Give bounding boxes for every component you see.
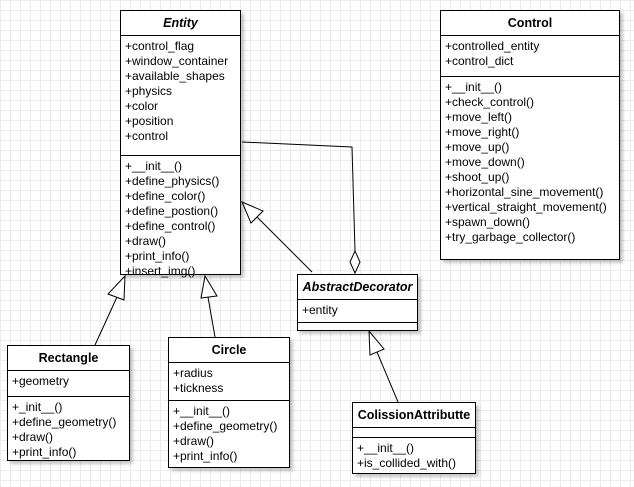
decorator-to-entity-line xyxy=(256,216,313,273)
methods-compartment xyxy=(298,323,417,331)
aggregation-diamond xyxy=(349,249,361,275)
method: +is_collided_with() xyxy=(357,456,457,470)
method: +define_control() xyxy=(125,219,216,233)
method: +vertical_straight_movement() xyxy=(445,200,607,214)
class-name: ColissionAttributte xyxy=(353,403,475,428)
method: +check_control() xyxy=(445,95,535,109)
methods-compartment: +__init__() +check_control() +move_left(… xyxy=(441,77,619,248)
method: +move_up() xyxy=(445,140,510,154)
method: +__init__() xyxy=(445,80,503,94)
attribute: +window_container xyxy=(125,54,229,68)
class-entity[interactable]: Entity +control_flag +window_container +… xyxy=(120,10,241,278)
attribute: +available_shapes xyxy=(125,69,225,83)
method: +define_physics() xyxy=(125,174,220,188)
method: +move_left() xyxy=(445,110,513,124)
colission-inheritance-arrowhead xyxy=(368,329,385,356)
attribute: +radius xyxy=(173,366,213,380)
class-name: Entity xyxy=(121,11,240,36)
attribute: +tickness xyxy=(173,381,224,395)
method: +__init__() xyxy=(125,159,183,173)
method: +define_geometry() xyxy=(12,415,117,429)
method: +__init__() xyxy=(173,404,231,418)
class-abstract-decorator[interactable]: AbstractDecorator +entity xyxy=(297,274,418,331)
method: +try_garbage_collector() xyxy=(445,230,576,244)
method: +define_geometry() xyxy=(173,419,278,433)
attribute: +control_dict xyxy=(445,54,514,68)
attribute: +entity xyxy=(302,303,338,317)
class-colission-attributte[interactable]: ColissionAttributte +__init__() +is_coll… xyxy=(352,402,476,474)
method: +_init__() xyxy=(12,400,63,414)
methods-compartment: +__init__() +is_collided_with() xyxy=(353,438,475,474)
class-name: AbstractDecorator xyxy=(298,275,417,300)
decorator-inheritance-arrowhead xyxy=(241,201,264,224)
attribute: +color xyxy=(125,99,159,113)
class-rectangle[interactable]: Rectangle +geometry +_init__() +define_g… xyxy=(7,345,130,461)
rectangle-inheritance-arrowhead xyxy=(107,274,126,301)
attributes-compartment: +controlled_entity +control_dict xyxy=(441,36,619,77)
class-name: Circle xyxy=(169,338,289,363)
rectangle-to-entity-line xyxy=(94,296,118,346)
attributes-compartment: +geometry xyxy=(8,371,129,397)
method: +define_color() xyxy=(125,189,206,203)
method: +__init__() xyxy=(357,441,415,455)
attribute: +physics xyxy=(125,84,173,98)
attributes-compartment: +entity xyxy=(298,300,417,323)
method: +define_postion() xyxy=(125,204,219,218)
method: +horizontal_sine_movement() xyxy=(445,185,604,199)
attributes-compartment: +radius +tickness xyxy=(169,363,289,401)
method: +draw() xyxy=(125,234,167,248)
method: +print_info() xyxy=(173,449,238,463)
attribute: +control xyxy=(125,129,169,143)
attribute: +position xyxy=(125,114,174,128)
methods-compartment: +__init__() +define_geometry() +draw() +… xyxy=(169,401,289,467)
method: +spawn_down() xyxy=(445,215,531,229)
decorator-aggregation-line xyxy=(241,141,356,252)
class-name: Rectangle xyxy=(8,346,129,371)
method: +move_down() xyxy=(445,155,525,169)
attribute: +controlled_entity xyxy=(445,39,540,53)
class-control[interactable]: Control +controlled_entity +control_dict… xyxy=(440,10,620,260)
methods-compartment: +__init__() +define_physics() +define_co… xyxy=(121,156,240,282)
circle-to-entity-line xyxy=(207,296,216,338)
circle-inheritance-arrowhead xyxy=(200,274,218,299)
class-circle[interactable]: Circle +radius +tickness +__init__() +de… xyxy=(168,337,290,468)
method: +shoot_up() xyxy=(445,170,510,184)
attribute: +geometry xyxy=(12,374,70,388)
colission-to-decorator-line xyxy=(376,351,399,403)
methods-compartment: +_init__() +define_geometry() +draw() +p… xyxy=(8,397,129,463)
attributes-compartment xyxy=(353,428,475,438)
method: +draw() xyxy=(173,434,215,448)
attributes-compartment: +control_flag +window_container +availab… xyxy=(121,36,240,156)
method: +move_right() xyxy=(445,125,520,139)
attribute: +control_flag xyxy=(125,39,195,53)
method: +draw() xyxy=(12,430,54,444)
method: +insert_img() xyxy=(125,264,196,278)
method: +print_info() xyxy=(125,249,190,263)
method: +print_info() xyxy=(12,445,77,459)
class-name: Control xyxy=(441,11,619,36)
